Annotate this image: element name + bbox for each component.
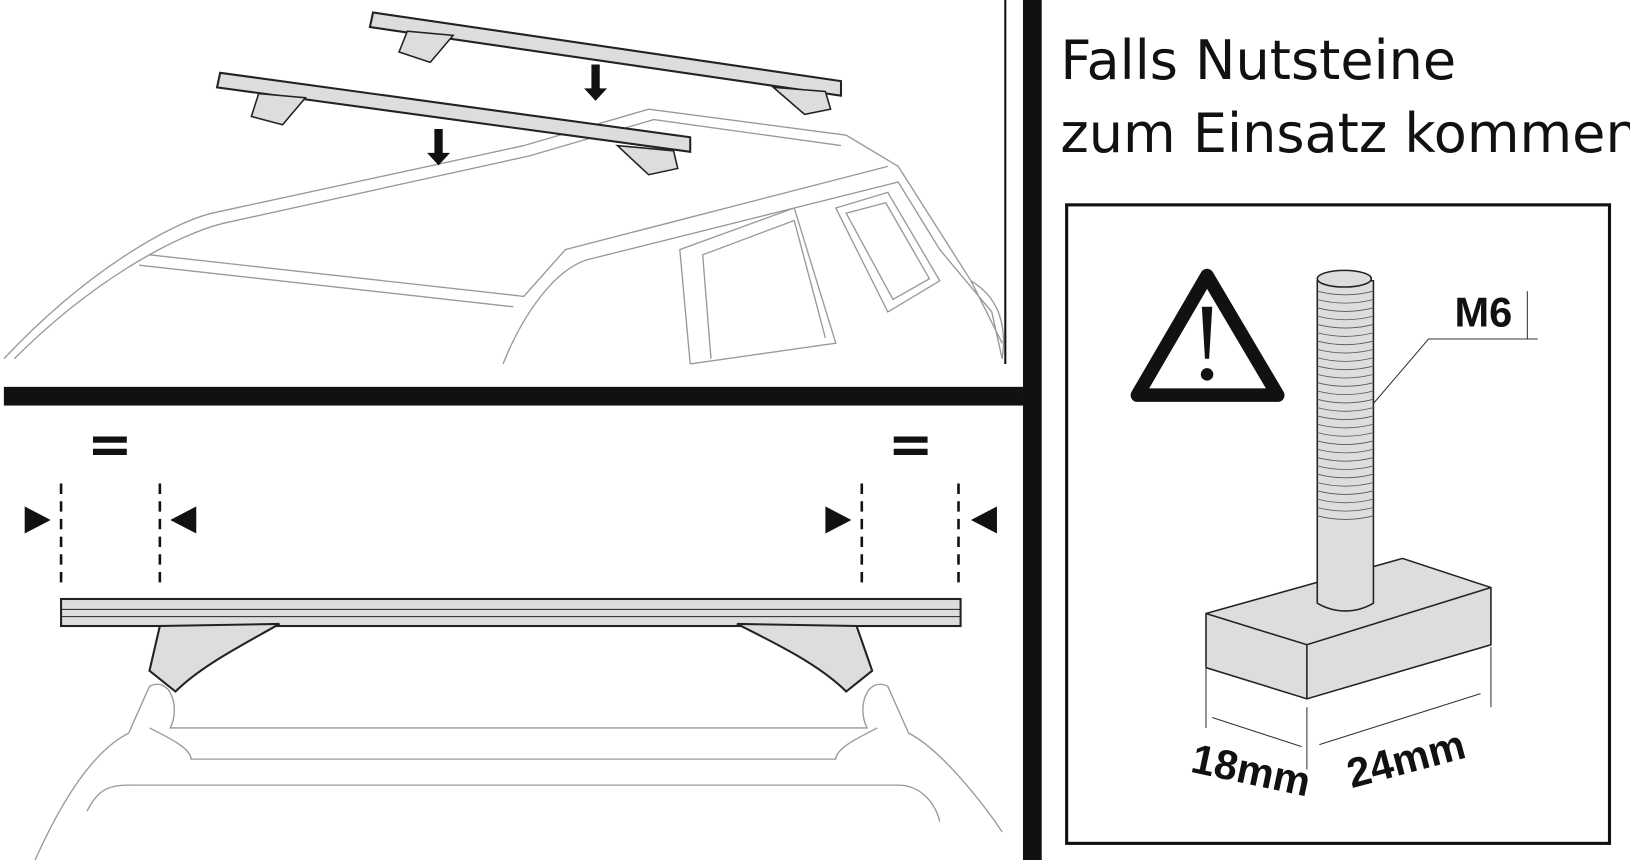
down-arrow-icon [427,128,450,166]
bar-front-view-panel: = = [24,413,1003,860]
warning-icon [1130,268,1285,402]
roof-bar [60,597,962,628]
roof-bar-front [215,71,692,176]
heading-line-1: Falls Nutsteine [1060,29,1456,92]
equal-sign-right: = [888,413,933,476]
car-top-view-panel [3,11,1005,365]
equal-sign-left: = [87,413,132,476]
foot-left [148,622,280,693]
dimension-lines [1205,646,1492,770]
foot-right [736,622,874,693]
arrow-left-icon [170,506,197,534]
vertical-divider [1022,0,1042,860]
arrow-right-icon [24,506,51,534]
arrow-right-icon [825,506,852,534]
roof-bar-rear [368,11,843,116]
arrow-left-icon [970,506,997,534]
heading-line-2: zum Einsatz kommen [1060,102,1630,165]
horizontal-divider [3,386,1023,406]
thread-size-label: M6 [1455,289,1513,336]
down-arrow-icon [584,64,608,101]
